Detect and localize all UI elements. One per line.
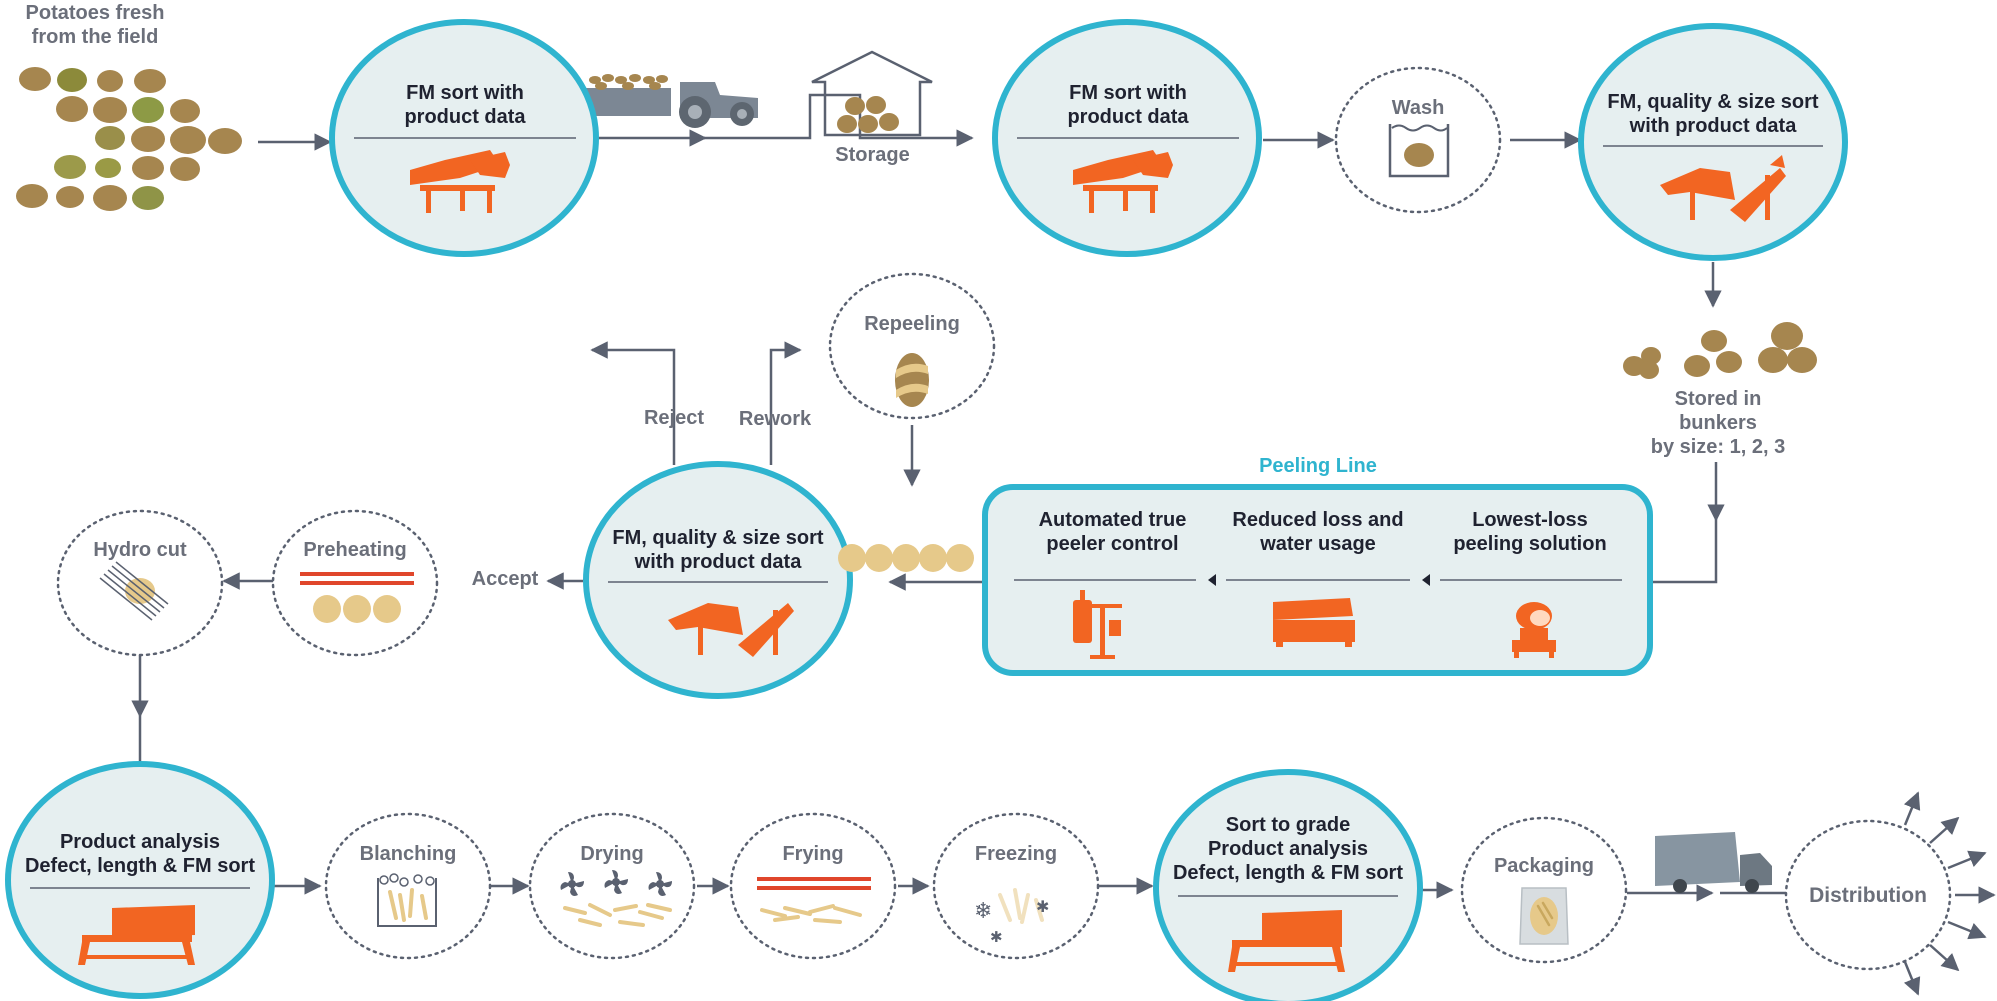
fan-icon [648,872,672,896]
peeled-potatoes-icon [838,544,974,572]
peeling-stage-3: Lowest-loss peeling solution [1453,509,1607,555]
snowflake-icon: ✱ [990,928,1003,946]
optical-sorter-icon [668,603,794,657]
reject-label: Reject [643,407,705,429]
analyzer-machine-icon [78,905,195,965]
peeling-line-title: Peeling Line [1259,455,1377,477]
sort-circle-2 [992,19,1262,257]
analysis-circle-1 [5,761,275,999]
frying-label: Frying [782,843,844,865]
drying-icon [560,870,672,927]
rework-label: Rework [738,408,812,430]
drying-label: Drying [580,843,644,865]
packaging-bag-icon [1519,887,1569,945]
bunkers-label: Stored in bunkers by size: 1, 2, 3 [1650,388,1786,458]
sort3-title: FM, quality & size sort with product dat… [1607,91,1819,137]
peeler-machine-icon [1273,598,1355,647]
distribution-arrows [1903,791,1996,996]
preheating-label: Preheating [303,539,407,561]
snowflake-icon: ✱ [1036,897,1049,916]
blanching-icon [377,873,437,927]
frying-icon [757,877,871,924]
analysis-circle-2 [1153,769,1423,1001]
field-potatoes-icon [16,67,242,211]
sort4-title: FM, quality & size sort with product dat… [612,527,824,573]
field-label: Potatoes fresh from the field [25,2,165,48]
blanching-label: Blanching [359,843,457,865]
repeeling-potato-icon [895,353,929,407]
fan-icon [604,870,628,894]
sort-circle-1 [329,19,599,257]
optical-sorter-icon [1660,155,1786,222]
sort-circle-3 [1578,23,1848,261]
peeling-line-box [982,484,1653,676]
tractor-icon [586,74,758,128]
sort2-title: FM sort with product data [1067,82,1189,128]
freezing-label: Freezing [974,843,1058,865]
wash-icon [1388,124,1450,178]
storage-label: Storage [835,144,910,166]
hydro-cut-label: Hydro cut [93,539,187,561]
distribution-label: Distribution [1809,884,1927,907]
truck-icon [1655,832,1772,893]
peeler-control-icon [1073,590,1122,659]
analysis1-title: Product analysis Defect, length & FM sor… [24,831,255,877]
fan-icon [560,872,584,896]
peeling-stage-2: Reduced loss and water usage [1232,509,1404,555]
freezing-icon: ❄ ✱ ✱ [974,888,1049,946]
wash-label: Wash [1391,97,1445,119]
analysis2-title: Sort to grade Product analysis Defect, l… [1172,814,1403,884]
analyzer-machine-icon [1228,910,1345,972]
sort1-title: FM sort with product data [404,82,526,128]
sorter-machine-icon [1073,150,1173,213]
sort-circle-4 [583,461,853,699]
preheating-icon [300,572,414,623]
hydro-cut-icon [99,561,169,621]
repeeling-label: Repeeling [864,313,960,335]
bunker-potatoes-icon [1623,322,1817,379]
snowflake-icon: ❄ [974,899,992,924]
peeling-solution-icon [1512,602,1556,658]
accept-label: Accept [471,568,539,590]
packaging-label: Packaging [1493,855,1595,877]
sorter-machine-icon [410,150,510,213]
peeling-stage-1: Automated true peeler control [1038,509,1187,555]
storage-icon [811,50,933,137]
